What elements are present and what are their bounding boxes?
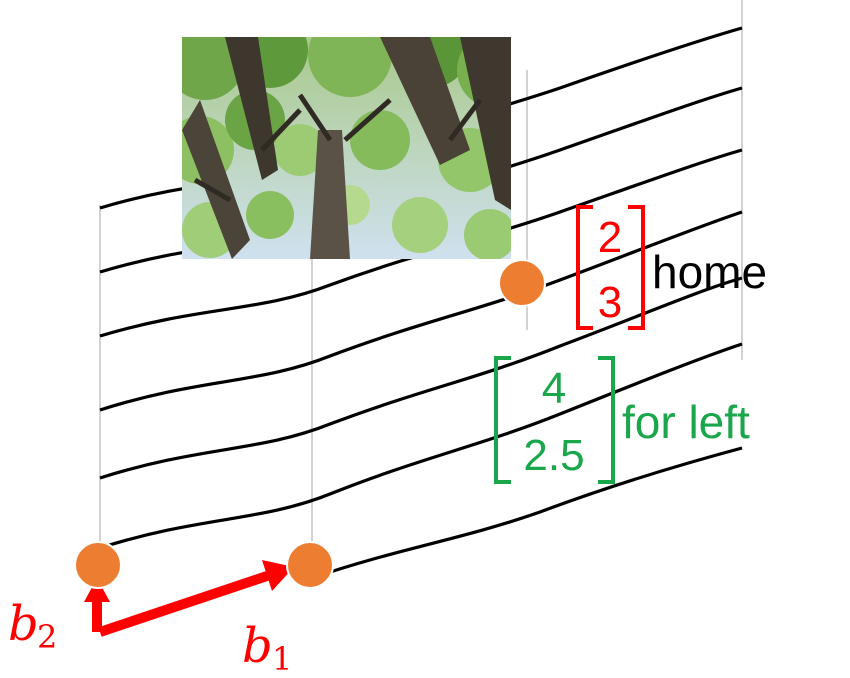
home-label: home — [652, 246, 767, 298]
b1-arrowhead — [262, 560, 294, 591]
forest-vector-y: 2.5 — [523, 431, 584, 480]
forest-coordinate-vector: 4 2.5 for left — [494, 356, 750, 484]
diagonal-grid-line — [99, 276, 743, 480]
origin-point — [74, 541, 122, 589]
b1-label: b 1 — [242, 618, 292, 678]
home-vector-y: 3 — [598, 278, 622, 327]
home-point — [498, 259, 546, 307]
b2-symbol: b — [8, 596, 39, 652]
forest-canopy-photo — [182, 37, 511, 259]
home-vector-x: 2 — [598, 213, 622, 262]
b1-subscript: 1 — [272, 640, 292, 678]
forest-vector-x: 4 — [542, 364, 566, 413]
b2-subscript: 2 — [37, 618, 57, 656]
b1-symbol: b — [242, 618, 273, 674]
forest-label: for left — [622, 396, 750, 448]
right-bracket — [628, 205, 645, 330]
b1-point — [286, 541, 334, 589]
home-coordinate-vector: 2 3 home — [576, 205, 767, 330]
basis-vectors — [84, 560, 294, 637]
left-bracket — [494, 356, 511, 484]
b2-arrowhead — [84, 578, 110, 602]
left-bracket — [576, 205, 593, 330]
b2-label: b 2 — [8, 596, 57, 656]
b1-vector-arrow — [98, 570, 272, 637]
diagonal-grid-line — [311, 446, 743, 580]
right-bracket — [598, 356, 615, 484]
diagonal-grid-line — [99, 210, 743, 412]
diagonal-grid-line — [99, 342, 743, 550]
